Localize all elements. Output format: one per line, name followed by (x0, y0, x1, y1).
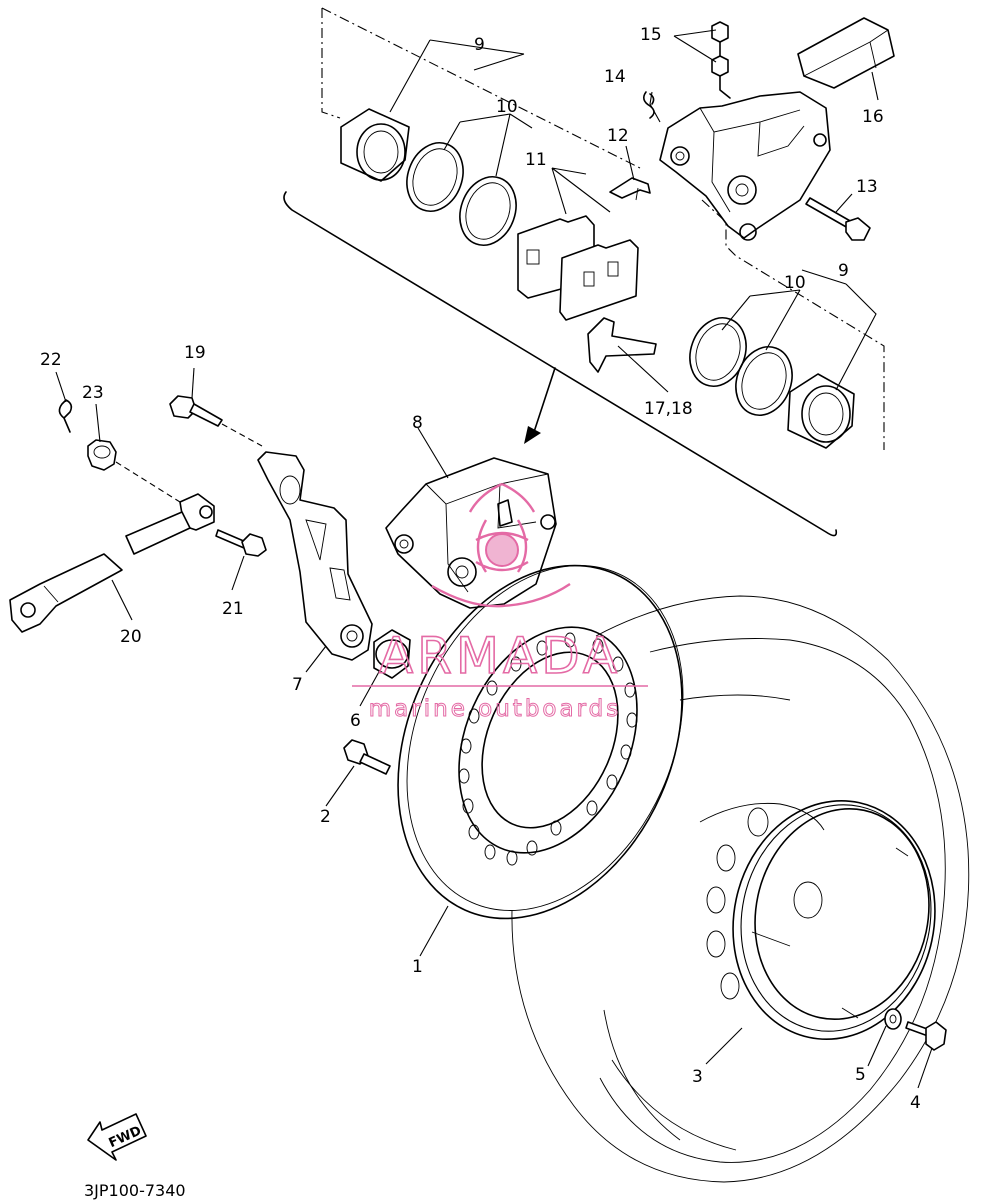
torque-rod (9, 553, 123, 633)
pin-clip (642, 91, 655, 119)
diagram-code: 3JP100-7340 (84, 1181, 186, 1200)
torque-rod-end (125, 493, 215, 555)
callout-3: 3 (692, 1067, 703, 1087)
watermark-logo-icon (431, 482, 571, 608)
callout-7: 7 (292, 675, 303, 695)
callout-4: 4 (910, 1093, 921, 1113)
piston-left (340, 108, 410, 182)
caliper-assembly (385, 457, 557, 609)
wheel-outline (511, 595, 970, 1183)
callout-1: 1 (412, 957, 423, 977)
piston-right (787, 373, 855, 449)
rod-nut (87, 439, 181, 503)
callout-16: 16 (862, 107, 884, 127)
fwd-arrow-icon: FWD (87, 1113, 147, 1161)
callout-19: 19 (184, 343, 206, 363)
callout-10-right: 10 (784, 273, 806, 293)
bleeder-screw (711, 21, 731, 99)
callout-9: 9 (474, 35, 485, 55)
caliper-bolt (805, 197, 871, 241)
drive-ring (732, 799, 936, 1041)
leader-lines (55, 29, 933, 1089)
callout-15: 15 (640, 25, 662, 45)
watermark-tagline: marine outboards (369, 696, 621, 722)
callout-14: 14 (604, 67, 626, 87)
seal-right-outer (689, 317, 747, 387)
disc-bolt (343, 739, 391, 775)
cotter-pin (58, 399, 73, 433)
callout-6: 6 (350, 711, 361, 731)
callout-5: 5 (855, 1065, 866, 1085)
disc-holes (458, 632, 638, 866)
callout-20: 20 (120, 627, 142, 647)
ring-bolt (905, 1021, 947, 1051)
callout-13: 13 (856, 177, 878, 197)
seal-left-inner (459, 176, 517, 246)
rod-bolt (215, 529, 267, 557)
pad-spring (587, 317, 657, 373)
caliper-body-upper (659, 91, 831, 241)
assembly-arrow-icon (524, 426, 541, 444)
bracket-bolt (169, 395, 263, 447)
callout-11: 11 (525, 150, 547, 170)
watermark: ARMADA marine outboards (352, 482, 648, 723)
caliper-cover (797, 17, 895, 89)
callout-2: 2 (320, 807, 331, 827)
callout-21: 21 (222, 599, 244, 619)
callout-10: 10 (496, 97, 518, 117)
callout-22: 22 (40, 350, 62, 370)
ring-washer (884, 1008, 902, 1030)
bracket-collar (373, 629, 411, 679)
seal-right-inner (735, 346, 793, 416)
callout-23: 23 (82, 383, 104, 403)
brake-disc (397, 564, 684, 920)
callout-17-18: 17,18 (644, 399, 693, 419)
callout-8: 8 (412, 413, 423, 433)
callouts: 9 10 11 12 13 14 15 16 9 10 17,18 8 19 2… (40, 25, 921, 1113)
caliper-bracket (257, 451, 373, 661)
callout-9-right: 9 (838, 261, 849, 281)
pad-clip (609, 177, 651, 201)
callout-12: 12 (607, 126, 629, 146)
watermark-name: ARMADA (379, 627, 621, 685)
brake-pad-right (559, 239, 639, 321)
